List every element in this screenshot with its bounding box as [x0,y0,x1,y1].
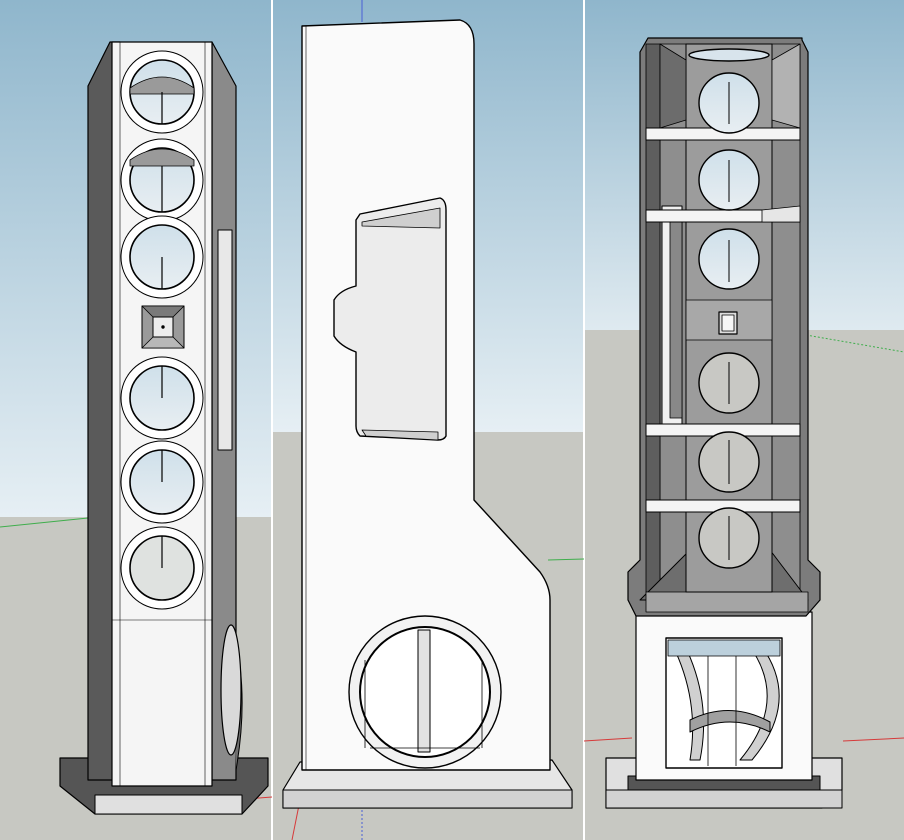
front-driver-5 [120,440,204,524]
section-square-tweeter [718,311,738,335]
section-driver-4 [698,352,760,414]
side-cutout [333,197,447,441]
section-driver-6 [698,507,760,569]
front-driver-2 [120,138,204,222]
section-driver-5 [698,431,760,493]
front-driver-4 [120,356,204,440]
front-driver-1 [120,50,204,134]
front-rear-port [220,624,242,756]
speaker-front-view[interactable] [59,41,269,815]
front-driver-6 [120,526,204,610]
front-driver-3 [120,215,204,299]
speaker-section-view[interactable] [605,37,843,809]
section-driver-3 [698,228,760,290]
speaker-side-view[interactable] [282,19,573,809]
square-tweeter [141,305,185,349]
section-driver-1 [698,72,760,134]
section-driver-2 [698,149,760,211]
side-port [348,615,502,769]
